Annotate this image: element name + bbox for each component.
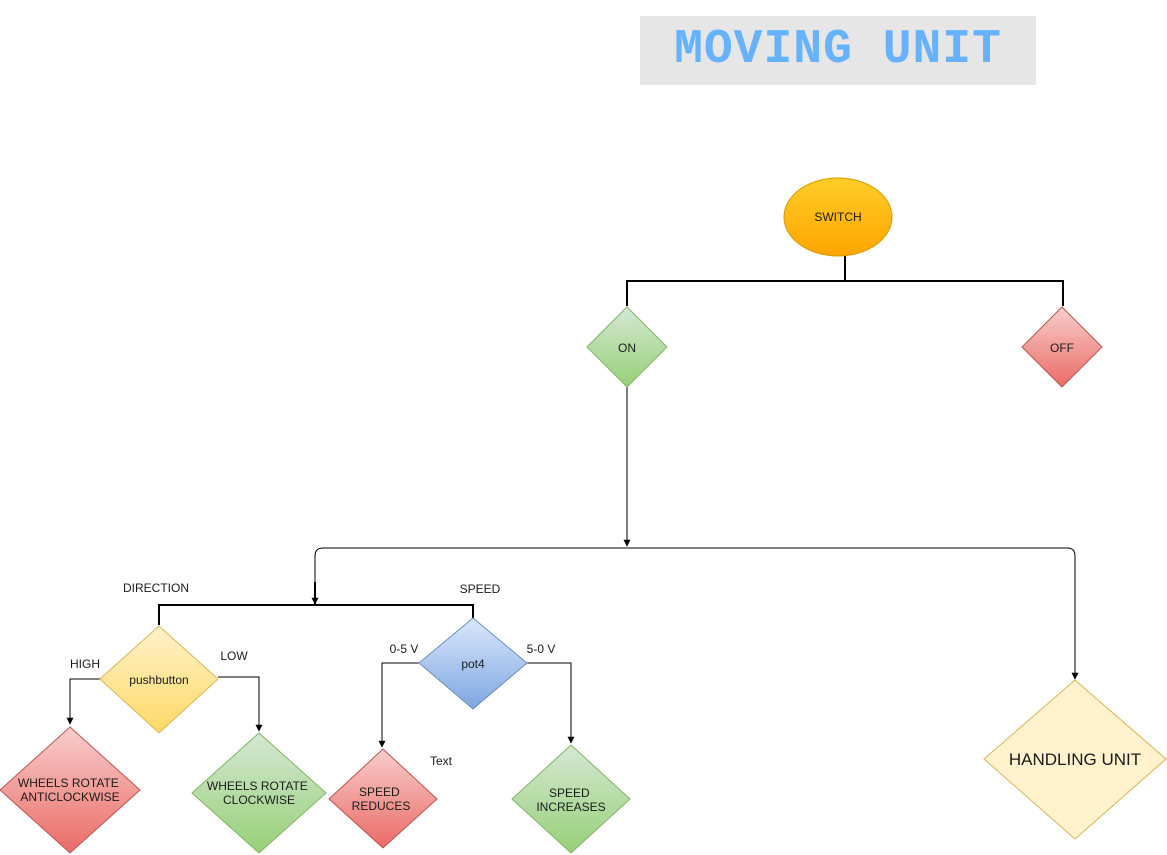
wheels-anticlockwise-line-2: ANTICLOCKWISE xyxy=(20,790,119,804)
pushbutton-node[interactable] xyxy=(99,625,219,734)
branch-to-direction-speed-edge xyxy=(311,547,628,605)
v0-5-edge xyxy=(378,662,420,748)
high-label: HIGH xyxy=(70,657,100,671)
wheels-clockwise-label: WHEELS ROTATE CLOCKWISE xyxy=(207,779,311,807)
speed-increases-line-2: INCREASES xyxy=(536,800,605,814)
speed-increases-node[interactable] xyxy=(511,744,631,854)
pot4-node[interactable] xyxy=(418,617,528,710)
handling-unit-node[interactable] xyxy=(983,679,1167,840)
speed-increases-line-1: SPEED xyxy=(549,786,590,800)
v0-5-label: 0-5 V xyxy=(390,642,419,656)
pot4-label: pot4 xyxy=(461,657,485,671)
page-title: MOVING UNIT xyxy=(674,23,1002,77)
switch-node[interactable] xyxy=(783,177,893,257)
wheels-anticlockwise-label: WHEELS ROTATE ANTICLOCKWISE xyxy=(18,776,122,804)
off-node[interactable] xyxy=(1021,306,1103,388)
branch-to-handling-unit-edge xyxy=(628,547,1079,680)
speed-reduces-node[interactable] xyxy=(328,748,438,849)
v5-0-edge xyxy=(526,662,575,744)
speed-increases-label: SPEED INCREASES xyxy=(536,786,605,814)
title-box: MOVING UNIT xyxy=(640,16,1036,85)
speed-reduces-line-2: REDUCES xyxy=(352,799,411,813)
wheels-clockwise-line-1: WHEELS ROTATE xyxy=(207,779,308,793)
text-placeholder-label: Text xyxy=(430,754,453,768)
on-label: ON xyxy=(618,341,636,355)
speed-reduces-label: SPEED REDUCES xyxy=(352,785,411,813)
direction-speed-bar xyxy=(158,604,474,625)
on-node[interactable] xyxy=(586,306,668,388)
low-label: LOW xyxy=(220,649,248,663)
off-label: OFF xyxy=(1050,341,1074,355)
speed-reduces-line-1: SPEED xyxy=(359,785,400,799)
high-edge xyxy=(66,678,100,725)
pushbutton-label: pushbutton xyxy=(129,673,188,687)
switch-label: SWITCH xyxy=(814,210,861,224)
wheels-anticlockwise-node[interactable] xyxy=(0,726,141,854)
v5-0-label: 5-0 V xyxy=(527,642,556,656)
handling-unit-label: HANDLING UNIT xyxy=(1009,750,1141,769)
switch-connector xyxy=(626,256,1064,306)
wheels-clockwise-line-2: CLOCKWISE xyxy=(223,793,295,807)
speed-label: SPEED xyxy=(460,582,501,596)
direction-label: DIRECTION xyxy=(123,581,189,595)
wheels-anticlockwise-line-1: WHEELS ROTATE xyxy=(18,776,119,790)
wheels-clockwise-node[interactable] xyxy=(191,732,327,854)
low-edge xyxy=(218,676,263,732)
